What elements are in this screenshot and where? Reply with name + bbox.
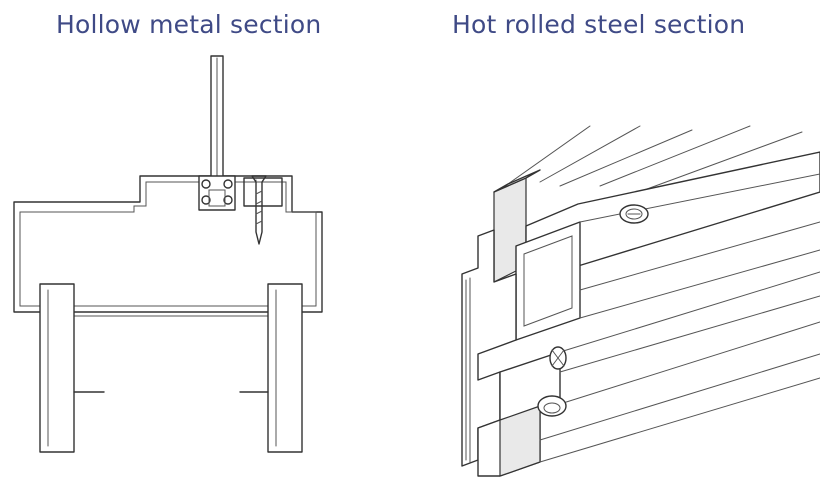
caption-hollow-metal-section: Hollow metal section: [56, 10, 322, 39]
caption-hot-rolled-steel-section: Hot rolled steel section: [452, 10, 746, 39]
left-jamb-leg: [39, 283, 75, 453]
hollow-frame-outline: [13, 175, 323, 313]
screw: [251, 175, 267, 245]
hot-rolled-steel-section-drawing: [461, 125, 820, 477]
glazing-stop: [243, 177, 283, 207]
right-jamb-leg: [267, 283, 303, 453]
hollow-metal-section-drawing: [13, 55, 323, 453]
